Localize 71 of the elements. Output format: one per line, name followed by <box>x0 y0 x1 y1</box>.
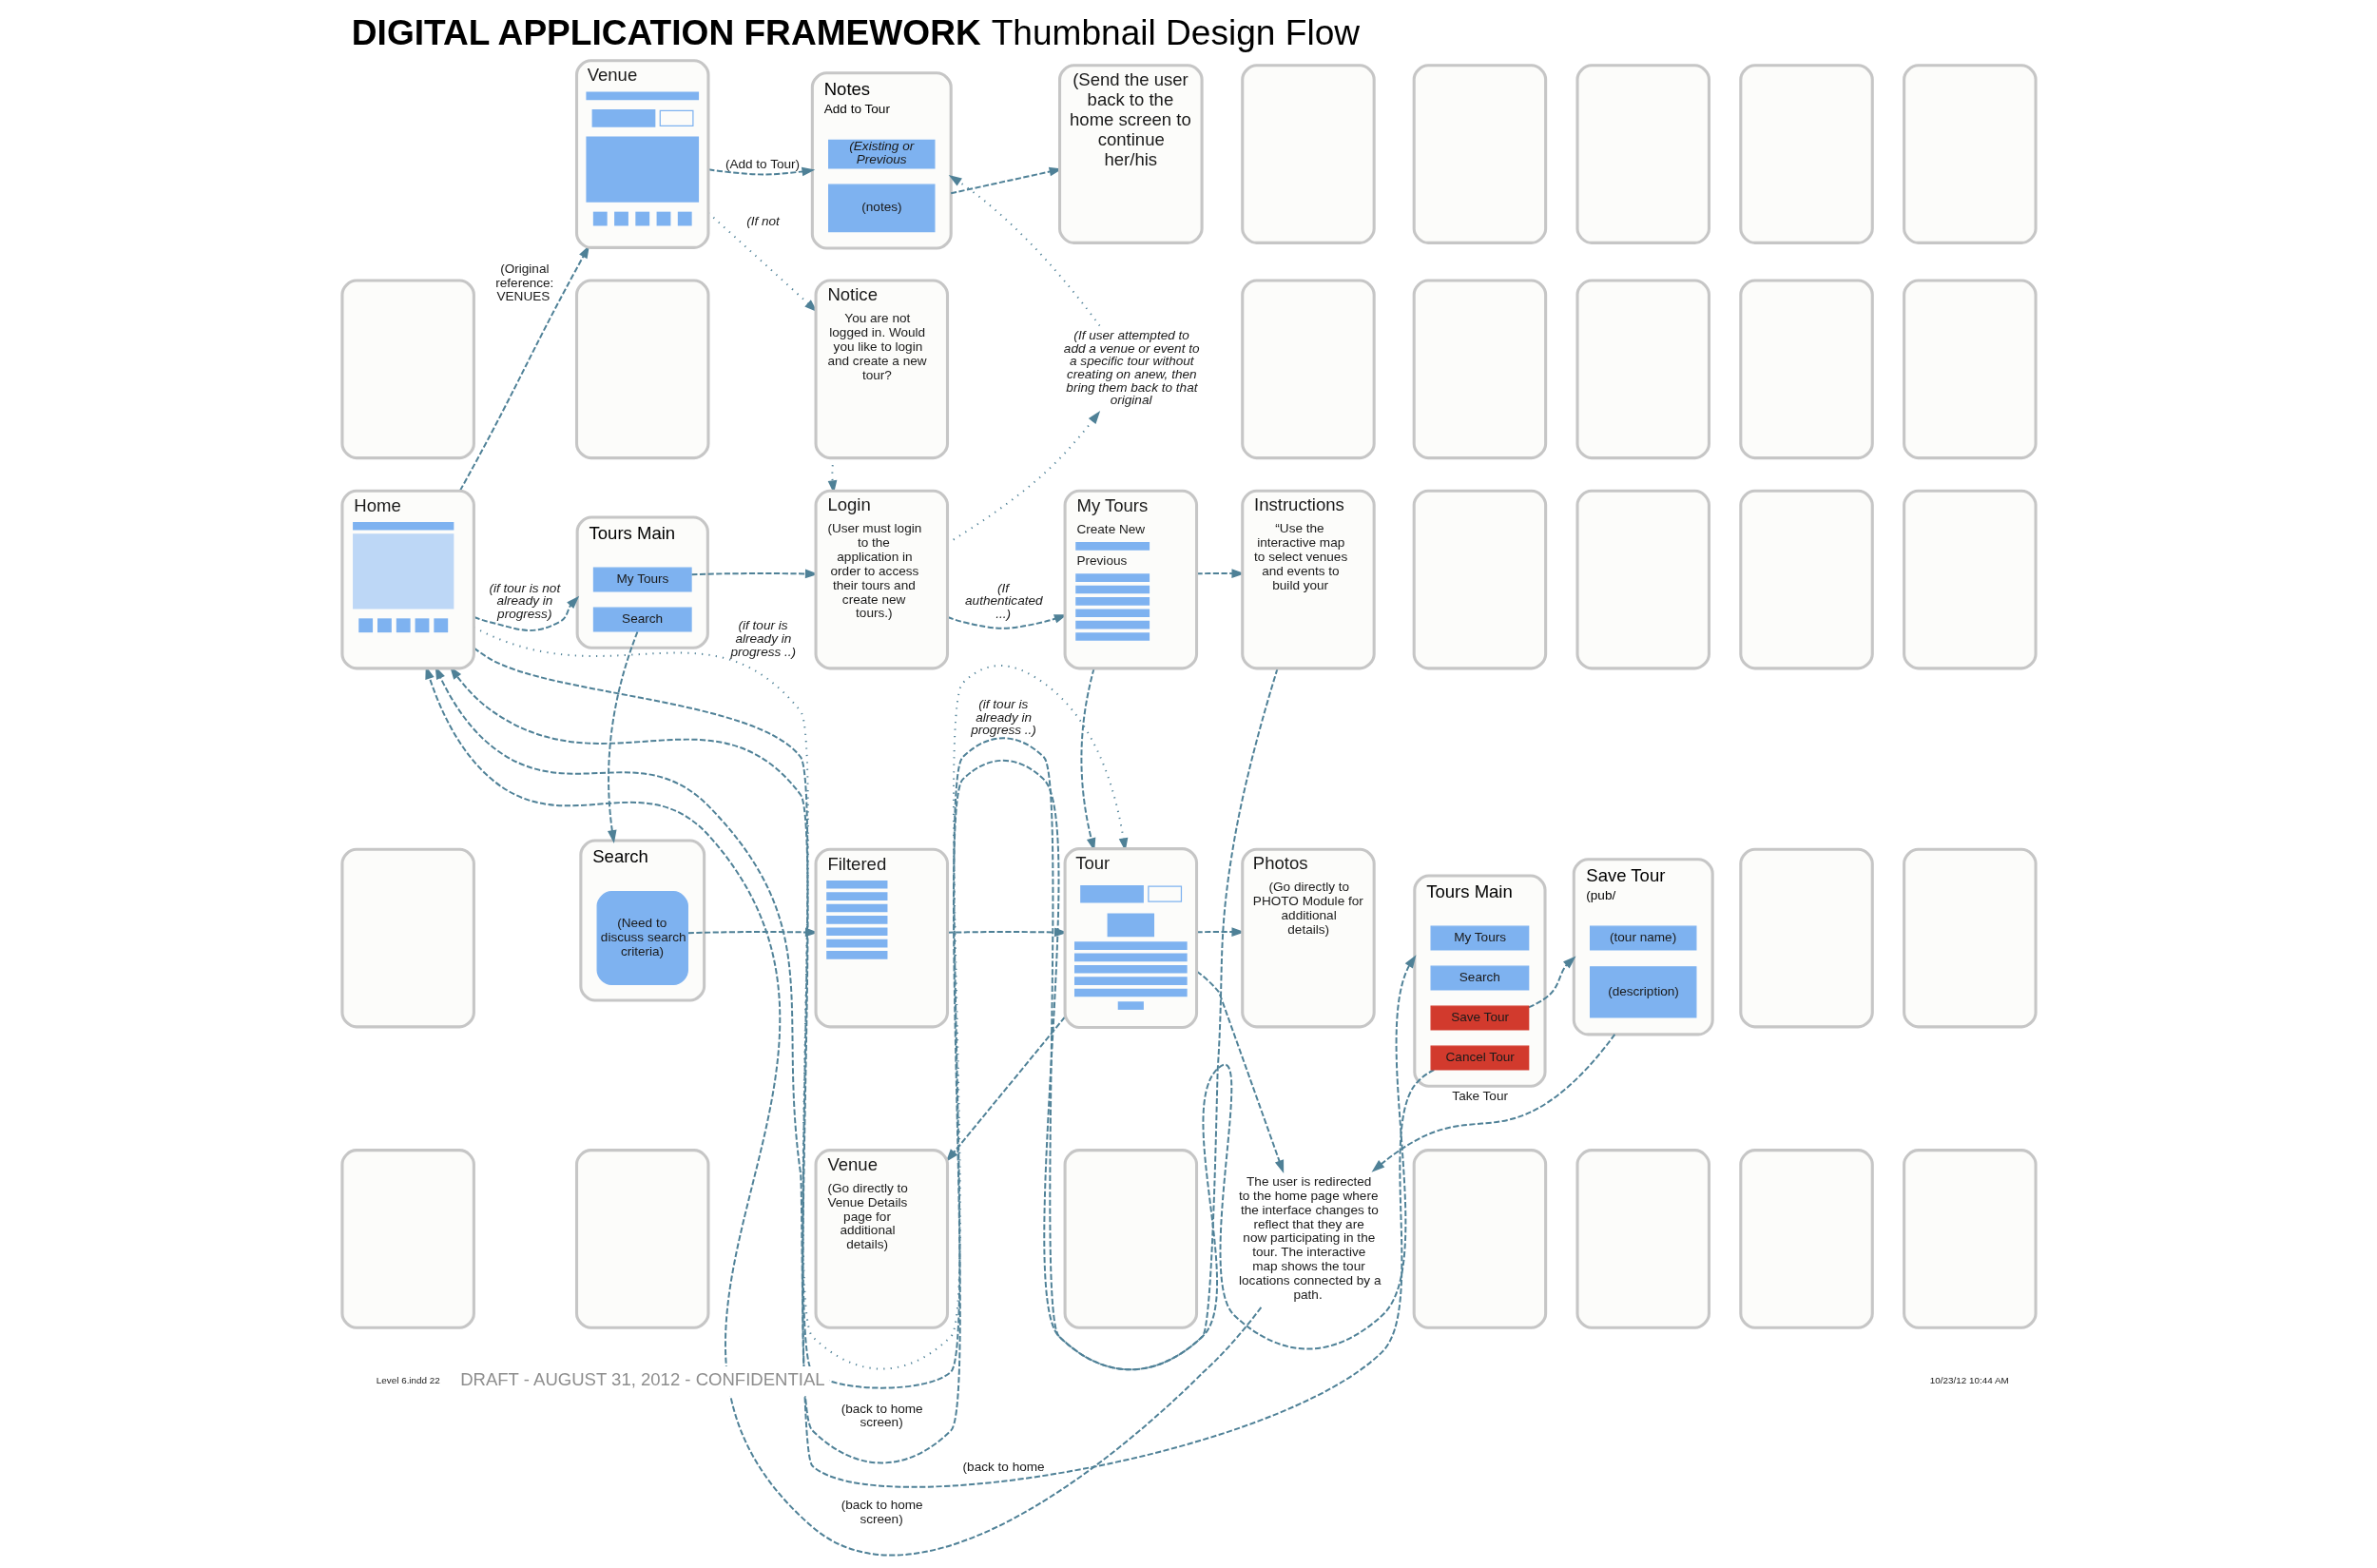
label: DRAFT - AUGUST 31, 2012 - CONFIDENTIAL <box>459 1369 825 1390</box>
node-box <box>1063 1149 1198 1329</box>
edge-label: (Add to Tour) <box>725 156 800 171</box>
arrow <box>607 630 638 843</box>
edge-label: (back to home <box>962 1460 1045 1475</box>
node-text: (If user attempted to add a venue or event to a specific tour without creating on anew, then bring them back to that original <box>1063 328 1200 408</box>
edge-label: (if tour is already in progress ..) <box>729 618 796 659</box>
node-box <box>1412 64 1547 244</box>
node-box: Photos (Go directly to PHOTO Module for additional details) <box>1240 847 1376 1029</box>
node-box <box>1412 489 1547 670</box>
node-box <box>1575 279 1710 460</box>
node-box: Save Tour <box>1430 1005 1529 1031</box>
label: 10/23/12 10:44 AM <box>1929 1375 2009 1386</box>
node-box: Venue <box>574 59 709 249</box>
node-box: (tour name) <box>1589 925 1696 951</box>
node-box <box>1738 1149 1874 1329</box>
node-box <box>339 279 475 460</box>
node-box: Search <box>1430 965 1529 991</box>
node-box: My Tours Create New Previous <box>1063 489 1198 670</box>
node-box <box>1902 1149 2038 1329</box>
arrow <box>1527 956 1575 1009</box>
node-box <box>1738 64 1874 244</box>
node-box <box>1902 847 2038 1029</box>
edge-label: (Original reference: VENUES <box>494 261 553 304</box>
node-box <box>1738 847 1874 1029</box>
node-box <box>1575 1149 1710 1329</box>
node-box: (notes) <box>827 184 935 233</box>
edge-label: (if tour is already in progress ..) <box>970 697 1036 738</box>
edge-label: (If not <box>745 214 780 229</box>
node-box: (Need to discuss search criteria) <box>596 891 688 985</box>
node-box: Login (User must login to the application in order to access their tours and create new tours.) <box>814 489 949 670</box>
node-box <box>1412 279 1547 460</box>
arrow <box>945 1016 1066 1163</box>
node-box: Venue (Go directly to Venue Details page for additional details) <box>814 1149 949 1329</box>
node-box <box>1240 279 1376 460</box>
node-box <box>1738 279 1874 460</box>
node-box <box>1902 64 2038 244</box>
edge-label: (if tour is not already in progress) <box>488 580 560 622</box>
node-box <box>1902 489 2038 670</box>
node-box: Notice You are not logged in. Would you like to login and create a new tour? <box>814 279 949 460</box>
node-box <box>339 847 475 1029</box>
node-box: My Tours <box>1430 925 1529 951</box>
node-box: Cancel Tour <box>1430 1045 1529 1071</box>
edge-label: (back to home screen) <box>841 1401 923 1430</box>
node-text: The user is redirected to the home page where the interface changes to reflect that they are now participating in the tour. The interactive map shows the tour locations connected by a path. <box>1238 1174 1381 1302</box>
node-box <box>1240 64 1376 244</box>
node-box <box>574 279 709 460</box>
node-box: Tour <box>1063 847 1198 1029</box>
node-box <box>574 1149 709 1329</box>
arrow <box>1371 1033 1615 1172</box>
arrow <box>948 174 1101 327</box>
node-box: Instructions “Use the interactive map to select venues and events to build your <box>1240 489 1376 670</box>
edge-label: (If authenticated ...) <box>964 580 1043 622</box>
node-box: (Existing or Previous <box>827 139 935 169</box>
node-box: Search <box>592 607 692 632</box>
node-box: (Send the user back to the home screen to continue her/his <box>1057 64 1204 244</box>
node-box: Filtered <box>814 847 949 1029</box>
edge-label: Take Tour <box>1451 1088 1508 1103</box>
node-box <box>1575 64 1710 244</box>
node-box <box>1902 279 2038 460</box>
node-box: (description) <box>1589 966 1696 1018</box>
arrow <box>473 595 579 631</box>
node-box <box>1575 489 1710 670</box>
node-box <box>339 1149 475 1329</box>
node-box: Home <box>339 489 475 670</box>
node-box: My Tours <box>592 567 692 592</box>
node-box <box>1412 1149 1547 1329</box>
label: Level 6.indd 22 <box>376 1375 440 1386</box>
diagram-title: DIGITAL APPLICATION FRAMEWORK Thumbnail Design Flow <box>351 11 1360 52</box>
node-box <box>1738 489 1874 670</box>
edge-label: (back to home screen) <box>841 1497 923 1526</box>
